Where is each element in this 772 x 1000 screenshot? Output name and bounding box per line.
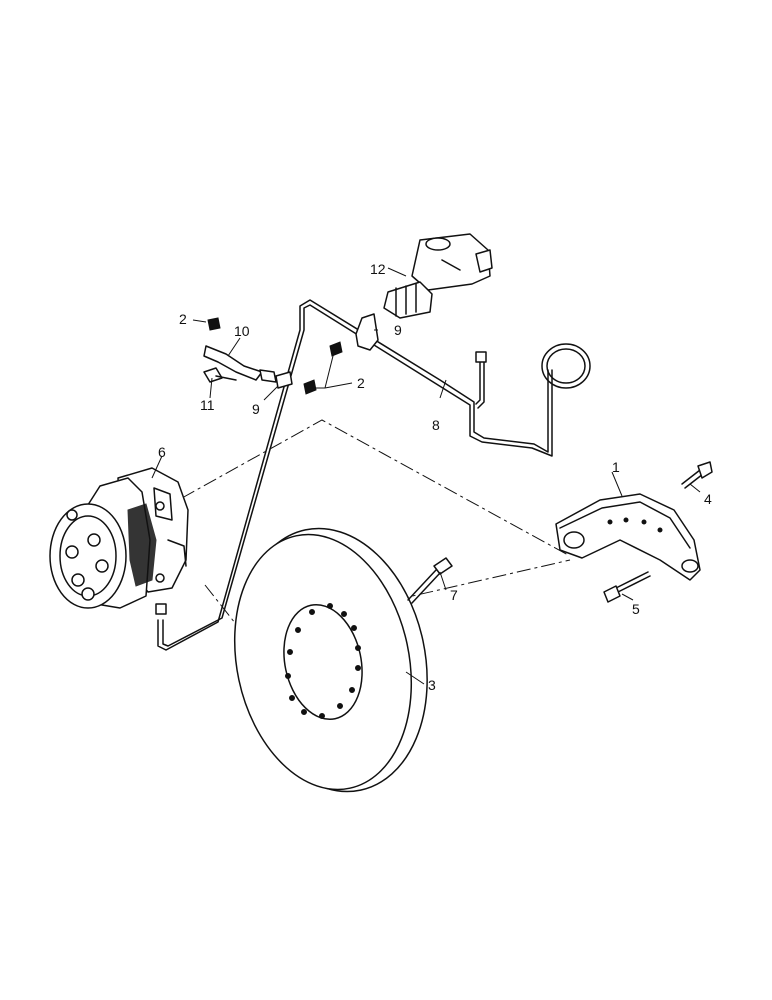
brake-caliper [49,467,189,609]
callout-11: 11 [200,397,215,413]
callout-12: 12 [370,261,386,277]
callout-9-left: 9 [252,401,260,417]
bolt-5 [603,571,651,603]
callout-8: 8 [432,417,440,433]
brake-line [155,299,591,651]
leader-lines [151,267,701,685]
callout-1: 1 [612,459,620,475]
callout-5: 5 [632,601,640,617]
caliper-pistons [65,509,109,601]
callout-6: 6 [158,444,166,460]
small-hardware [203,313,379,395]
callout-10: 10 [234,323,250,339]
callout-2-lower: 2 [357,375,365,391]
bolt-4 [681,461,713,489]
bolt-7 [407,557,453,604]
disc-bolt-holes [285,603,361,719]
callout-4: 4 [704,491,712,507]
master-cylinder [383,233,493,319]
callout-3: 3 [428,677,436,693]
mounting-bracket [555,493,701,581]
callout-2-upper: 2 [179,311,187,327]
callout-9-right: 9 [394,322,402,338]
callout-labels: 1 2 2 3 4 5 6 7 8 9 9 10 11 12 [158,261,712,693]
callout-7: 7 [450,587,458,603]
brake-disc [233,527,428,793]
